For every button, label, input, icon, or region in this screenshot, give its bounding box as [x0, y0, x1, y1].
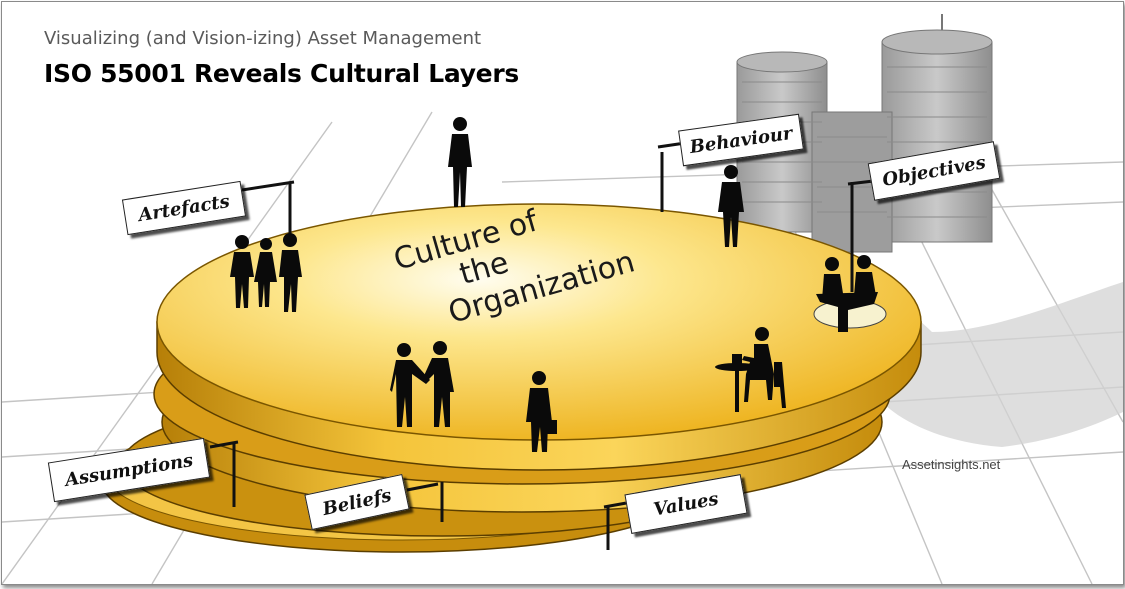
people-silhouettes [230, 117, 887, 452]
worker-figure [526, 371, 557, 452]
man-standing-figure [718, 165, 744, 247]
sign-posts [209, 140, 883, 550]
group-talking-figures [230, 233, 302, 312]
woman-at-laptop-figure [715, 327, 786, 412]
building-shadow [762, 252, 1123, 447]
desk-meeting-figures [813, 255, 887, 332]
page-subtitle: Visualizing (and Vision-izing) Asset Man… [44, 28, 482, 49]
page-title: ISO 55001 Reveals Cultural Layers [44, 59, 519, 88]
site-watermark: Assetinsights.net [902, 457, 1001, 472]
woman-standing-figure [448, 117, 472, 207]
handshake-figures [390, 341, 454, 427]
